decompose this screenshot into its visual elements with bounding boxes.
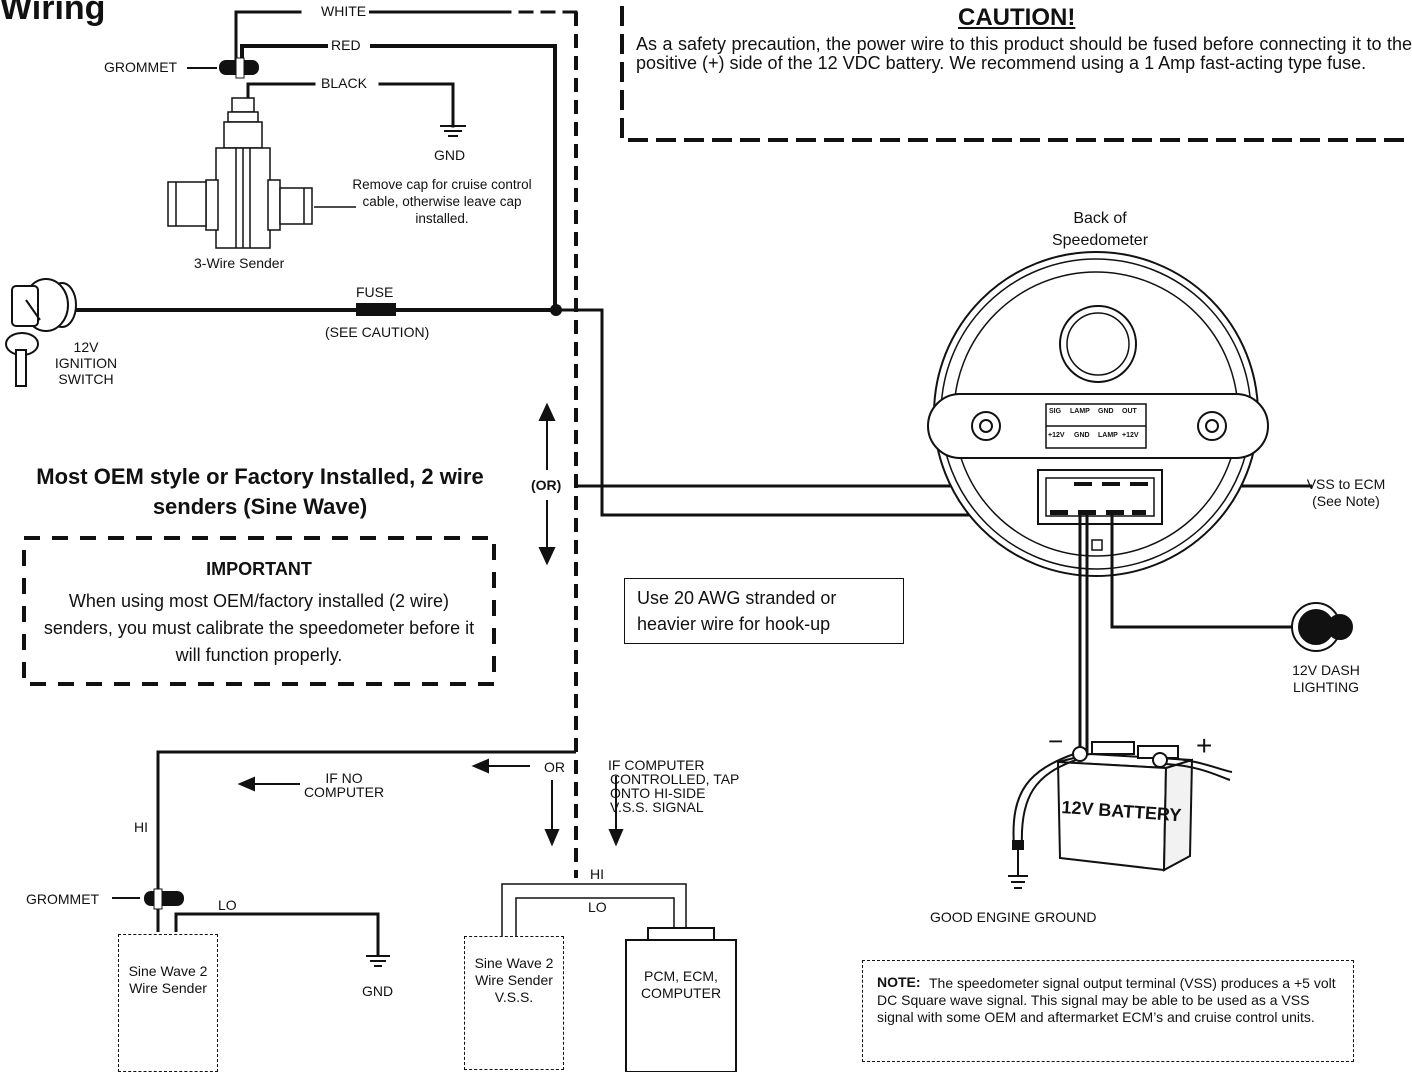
fuse-icon <box>356 303 396 316</box>
grommet-label-top: GROMMET <box>104 59 178 75</box>
important-title: IMPORTANT <box>206 559 312 579</box>
dash-light-icon <box>1291 602 1353 652</box>
important-box-border <box>22 536 496 686</box>
terminal-top-sig: SIG <box>1049 408 1062 415</box>
terminal-bottom-lamp: LAMP <box>1098 432 1118 439</box>
sine-wave-sender-left-label: Sine Wave 2 Wire Sender <box>128 963 208 996</box>
fuse-note: (SEE CAUTION) <box>325 324 430 340</box>
white-wire-label: WHITE <box>318 4 370 19</box>
cap-note: Remove cap for cruise control cable, oth… <box>352 177 532 226</box>
or-bottom-label: OR <box>544 759 565 775</box>
battery-icon <box>1056 741 1194 872</box>
wire-note-text: Use 20 AWG stranded or heavier wire for … <box>637 588 837 634</box>
pcm-label: PCM, ECM, COMPUTER <box>640 968 722 1001</box>
speedometer-back-label: Back of Speedometer <box>1051 210 1149 249</box>
sine-wave-sender-left: Sine Wave 2 Wire Sender <box>118 934 218 1072</box>
battery-plus: + <box>1196 730 1213 761</box>
if-computer-label: IF COMPUTER CONTROLLED, TAP ONTO HI-SIDE… <box>608 757 740 815</box>
black-wire-right <box>378 82 455 128</box>
lo-label-left: LO <box>218 897 237 913</box>
engine-ground-label: GOOD ENGINE GROUND <box>930 909 1097 925</box>
terminal-bottom-gnd: GND <box>1074 432 1090 439</box>
ignition-switch-icon <box>5 278 77 387</box>
three-wire-sender-label: 3-Wire Sender <box>194 255 285 271</box>
lamp-wire <box>1110 515 1296 629</box>
gnd-label-top: GND <box>434 147 466 163</box>
red-wire-label: RED <box>328 38 364 53</box>
speedometer-back-icon <box>927 251 1269 577</box>
hi-wire-left <box>156 750 576 896</box>
wire-note-box: Use 20 AWG stranded or heavier wire for … <box>624 578 904 644</box>
note-text: The speedometer signal output terminal (… <box>877 975 1336 1025</box>
oem-heading: Most OEM style or Factory Installed, 2 w… <box>36 464 484 519</box>
terminal-bottom-12v-a: +12V <box>1048 432 1065 439</box>
gnd-symbol-top <box>440 125 466 137</box>
lo-wire-left <box>174 912 380 956</box>
hi-label-right: HI <box>590 866 604 882</box>
if-no-computer-label: IF NO COMPUTER <box>303 770 385 800</box>
note-label: NOTE: <box>875 974 923 990</box>
red-wire-right <box>370 44 557 312</box>
caution-text: As a safety precaution, the power wire t… <box>636 35 1412 73</box>
important-box: IMPORTANT When using most OEM/factory in… <box>24 538 494 684</box>
lo-wire-right <box>515 897 675 938</box>
terminal-bottom-12v-b: +12V <box>1122 432 1139 439</box>
gnd-label-bottom: GND <box>362 983 394 999</box>
dash-lighting-label: 12V DASH LIGHTING <box>1292 662 1360 695</box>
hi-label-left: HI <box>134 819 148 835</box>
battery-neg-cable <box>1012 753 1075 847</box>
black-wire-label: BLACK <box>318 76 370 91</box>
grommet-bottom <box>144 891 184 906</box>
connector-pins <box>1050 482 1148 515</box>
terminal-top-gnd: GND <box>1098 408 1114 415</box>
lo-label-right: LO <box>588 899 607 915</box>
pcm-box <box>625 927 737 1072</box>
sine-wave-sender-right: Sine Wave 2 Wire Sender V.S.S. <box>464 936 564 1070</box>
battery-pos-cable <box>1165 757 1233 773</box>
ignition-switch-label: 12V IGNITION SWITCH <box>54 339 118 387</box>
hi-wire-right <box>501 883 687 938</box>
grommet-label-bottom: GROMMET <box>26 891 100 907</box>
gnd-symbol-bottom <box>366 955 390 967</box>
caution-heading: CAUTION! <box>958 4 1076 31</box>
terminal-top-lamp: LAMP <box>1070 408 1090 415</box>
vss-label: VSS to ECM (See Note) <box>1306 476 1386 509</box>
junction-dot <box>550 304 562 316</box>
battery-neg-cable-2 <box>1020 759 1077 847</box>
battery-pos-cable-2 <box>1165 763 1231 781</box>
black-wire <box>246 82 316 102</box>
important-text: When using most OEM/factory installed (2… <box>43 591 475 665</box>
sine-wave-sender-right-label: Sine Wave 2 Wire Sender V.S.S. <box>474 955 554 1005</box>
or-label: (OR) <box>528 478 565 493</box>
white-wire <box>234 10 302 72</box>
terminal-top-out: OUT <box>1122 408 1137 415</box>
note-box: The speedometer signal output terminal (… <box>862 960 1354 1062</box>
fuse-label: FUSE <box>356 284 394 300</box>
three-wire-sender-icon <box>167 97 313 249</box>
page-title: Wiring <box>0 0 106 27</box>
caution-box-border <box>620 6 1412 142</box>
battery-minus: − <box>1048 726 1064 756</box>
